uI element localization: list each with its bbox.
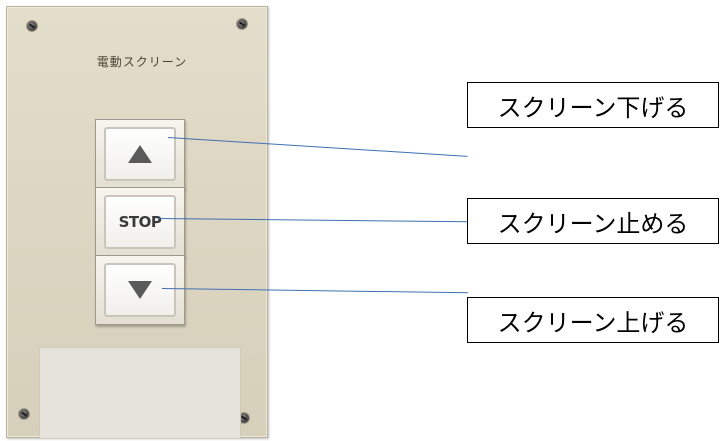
up-button-housing bbox=[95, 119, 185, 189]
screen-stop-button[interactable]: STOP bbox=[104, 195, 176, 249]
down-button-housing bbox=[95, 255, 185, 325]
screen-down-button[interactable] bbox=[104, 263, 176, 317]
stop-button-housing: STOP bbox=[95, 187, 185, 257]
callout-stop-screen: スクリーン止める bbox=[467, 198, 719, 244]
blank-label-plate bbox=[39, 347, 241, 439]
stop-button-label: STOP bbox=[118, 213, 162, 231]
screw-icon bbox=[27, 21, 37, 31]
screw-icon bbox=[237, 19, 247, 29]
screw-icon bbox=[19, 409, 29, 419]
callout-raise-screen: スクリーン上げる bbox=[467, 297, 719, 343]
triangle-down-icon bbox=[128, 281, 152, 299]
screen-up-button[interactable] bbox=[104, 127, 176, 181]
screw-icon bbox=[239, 413, 249, 423]
triangle-up-icon bbox=[128, 145, 152, 163]
panel-title: 電動スクリーン bbox=[96, 55, 188, 69]
control-panel: 電動スクリーン STOP bbox=[6, 6, 268, 439]
callout-lower-screen: スクリーン下げる bbox=[467, 82, 719, 128]
